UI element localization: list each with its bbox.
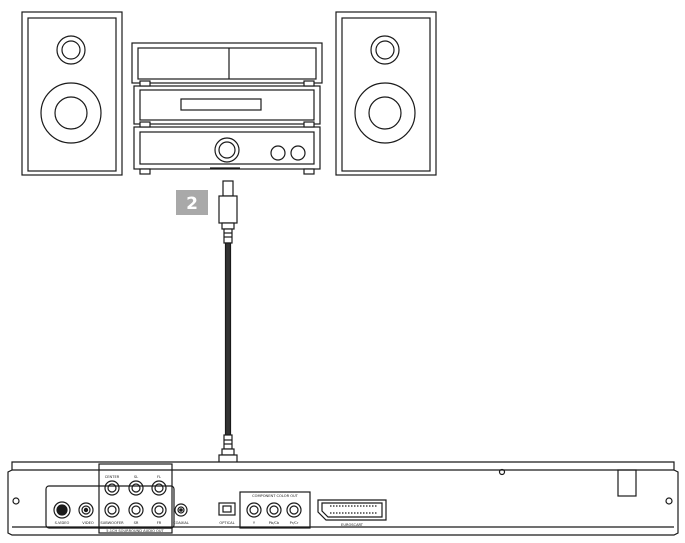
label-fl: FL [157,475,161,479]
label-surround-group: 5.1CH SOURROUND AUDIO OUT [106,529,164,533]
label-pb-cb: Pb/Cb [269,521,280,525]
label-subwoofer: SUBWOOFER [100,521,124,525]
label-center: CENTER [105,475,120,479]
step-badge-2: 2 [176,190,208,215]
label-coaxial: COAXIAL [173,521,189,525]
optical-cable [218,180,238,499]
dvd-player-rear-panel [7,461,679,536]
label-y: Y [253,521,256,525]
label-video: VIDEO [82,521,94,525]
label-sr: SR [134,521,139,525]
panel-labels: S-VIDEO VIDEO CENTER SL FL SUBWOOFER SR … [55,475,364,533]
label-optical: OPTICAL [219,521,234,525]
label-sl: SL [134,475,138,479]
label-s-video: S-VIDEO [55,521,70,525]
label-euroscart: EUROSCART [341,523,364,527]
step-number-2: 2 [186,194,198,214]
label-fr: FR [157,521,162,525]
left-speaker [21,11,123,176]
label-pr-cr: Pr/Cr [290,521,299,525]
right-speaker [335,11,437,176]
label-component-group: COMPONENT COLOR OUT [252,494,299,498]
hifi-system [131,42,323,175]
